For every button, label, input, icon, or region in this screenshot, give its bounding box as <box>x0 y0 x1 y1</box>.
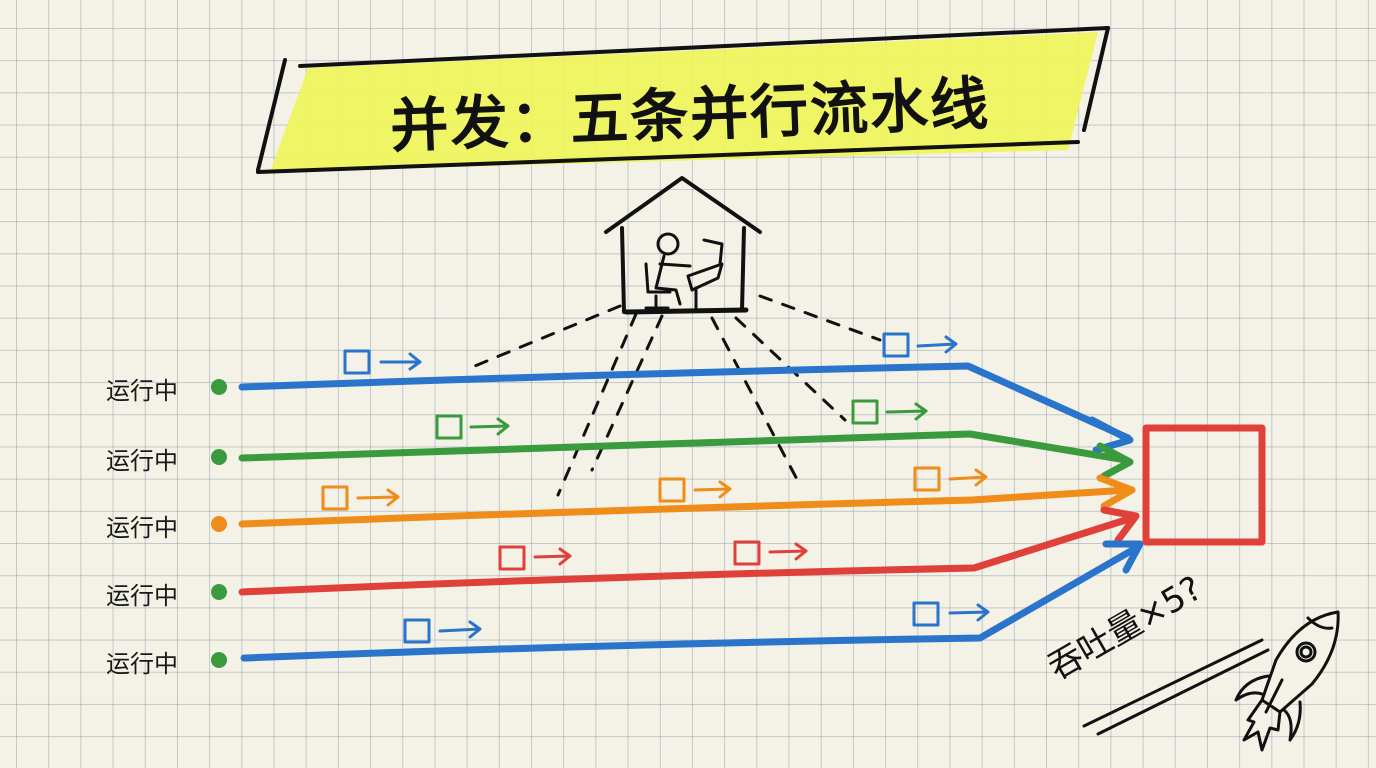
work-packets <box>321 332 990 644</box>
lane-2-status: 运行中 <box>106 447 178 475</box>
house-with-person-at-computer-icon <box>604 176 762 315</box>
dashed-connectors <box>468 294 882 497</box>
title-banner <box>256 26 1110 174</box>
status-dots <box>211 379 227 668</box>
lane-4-status: 运行中 <box>106 582 178 610</box>
lane-lines <box>238 362 1144 662</box>
red-box-icon <box>1142 424 1266 546</box>
throughput-underline <box>1082 638 1270 736</box>
lane-5-status: 运行中 <box>106 650 178 678</box>
rocket-icon <box>1234 610 1340 752</box>
lane-1-status: 运行中 <box>106 377 178 405</box>
lane-3-status: 运行中 <box>106 514 178 542</box>
